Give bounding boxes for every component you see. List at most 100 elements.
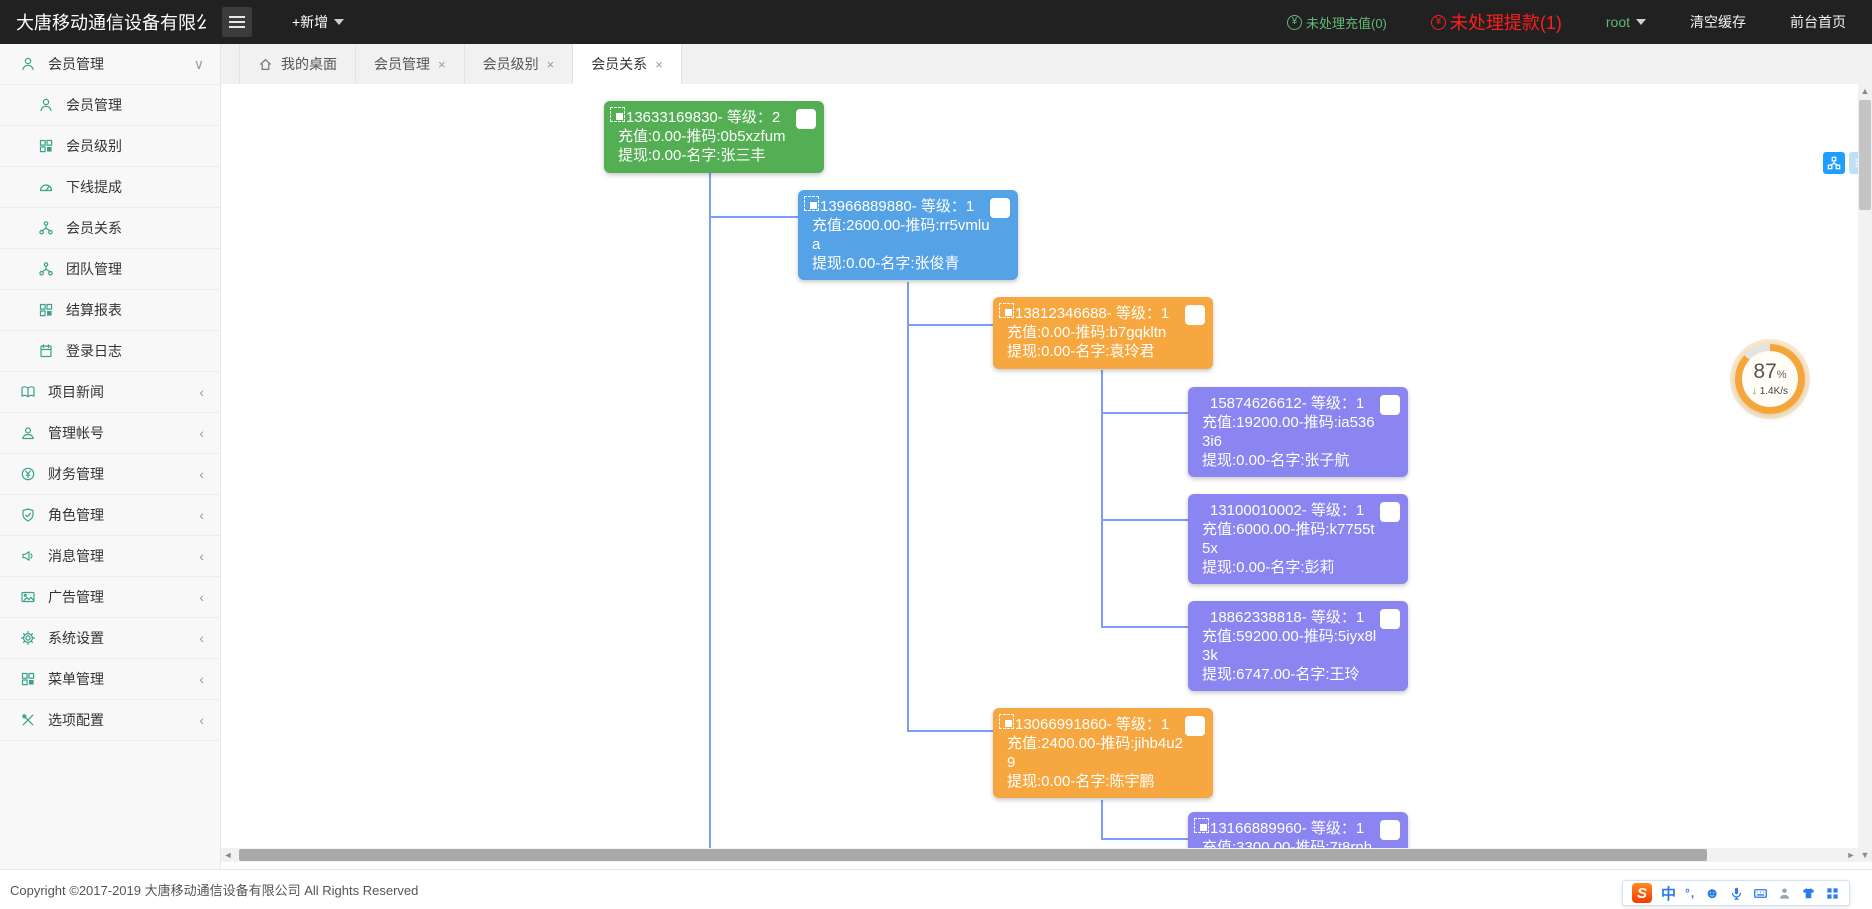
sidebar-item-member-relations[interactable]: 会员关系 xyxy=(0,208,220,249)
tree-node[interactable]: 13066991860- 等级：1 充值:2400.00-推码:jihb4u29… xyxy=(993,708,1213,798)
tab-member-management[interactable]: 会员管理 × xyxy=(356,44,465,84)
tree-node[interactable]: 18862338818- 等级：1 充值:59200.00-推码:5iyx8l3… xyxy=(1188,601,1408,691)
new-dropdown-button[interactable]: +新增 xyxy=(292,12,345,32)
caret-down-icon xyxy=(334,19,345,25)
vertical-scrollbar[interactable]: ▲ ▼ xyxy=(1858,84,1872,862)
sidebar-item-member-management[interactable]: 会员管理 xyxy=(0,85,220,126)
chevron-left-icon: ‹ xyxy=(199,712,204,728)
sidebar-item-team-management[interactable]: 团队管理 xyxy=(0,249,220,290)
horizontal-scrollbar-thumb[interactable] xyxy=(239,849,1707,861)
sidebar-item-label: 会员级别 xyxy=(66,138,122,154)
horizontal-scrollbar[interactable]: ◄ ► xyxy=(221,848,1858,862)
punctuation-icon[interactable]: °, xyxy=(1685,886,1696,900)
sidebar-item-login-log[interactable]: 登录日志 xyxy=(0,331,220,372)
tree-node[interactable]: 15874626612- 等级：1 充值:19200.00-推码:ia5363i… xyxy=(1188,387,1408,477)
scroll-left-arrow[interactable]: ◄ xyxy=(223,850,233,860)
sidebar-toggle-button[interactable] xyxy=(222,7,252,37)
front-home-button[interactable]: 前台首页 xyxy=(1790,14,1846,30)
collapse-node-icon[interactable] xyxy=(610,107,625,122)
node-checkbox[interactable] xyxy=(796,109,816,129)
sidebar-item-message-management[interactable]: 消息管理 ‹ xyxy=(0,536,220,577)
scroll-up-arrow[interactable]: ▲ xyxy=(1860,86,1870,96)
person-icon[interactable] xyxy=(1777,886,1792,901)
clear-cache-button[interactable]: 清空缓存 xyxy=(1690,14,1746,30)
chevron-left-icon: ‹ xyxy=(199,671,204,687)
collapse-node-icon[interactable] xyxy=(1194,818,1209,833)
tools-icon xyxy=(22,714,34,726)
node-checkbox[interactable] xyxy=(1380,609,1400,629)
pending-recharge-link[interactable]: ¥ 未处理充值(0) xyxy=(1286,13,1387,32)
tree-node[interactable]: 13633169830- 等级：2 充值:0.00-推码:0b5xzfum 提现… xyxy=(604,101,824,173)
pending-withdraw-link[interactable]: ¥ 未处理提款(1) xyxy=(1430,9,1562,35)
emoji-icon[interactable]: ☻ xyxy=(1704,884,1720,902)
node-checkbox[interactable] xyxy=(1380,820,1400,840)
sidebar-item-label: 团队管理 xyxy=(66,261,122,277)
book-icon xyxy=(21,386,35,398)
chinese-mode-icon[interactable]: 中 xyxy=(1661,885,1677,903)
tree-view-button[interactable] xyxy=(1823,152,1845,174)
node-checkbox[interactable] xyxy=(1185,716,1205,736)
sidebar-item-finance-management[interactable]: 财务管理 ‹ xyxy=(0,454,220,495)
sidebar-item-label: 系统设置 xyxy=(48,630,104,646)
tree-connector xyxy=(1101,838,1188,840)
node-checkbox[interactable] xyxy=(990,198,1010,218)
sidebar-item-menu-management[interactable]: 菜单管理 ‹ xyxy=(0,659,220,700)
user-menu[interactable]: root xyxy=(1606,14,1646,30)
tab-member-level[interactable]: 会员级别 × xyxy=(465,44,574,84)
grid-icon xyxy=(21,672,35,686)
sidebar-item-settlement-report[interactable]: 结算报表 xyxy=(0,290,220,331)
speaker-icon xyxy=(22,551,33,561)
picture-icon xyxy=(21,591,35,603)
tree-connector xyxy=(1101,370,1103,628)
microphone-icon[interactable] xyxy=(1729,886,1744,901)
scroll-down-arrow[interactable]: ▼ xyxy=(1860,850,1870,860)
node-checkbox[interactable] xyxy=(1185,305,1205,325)
collapse-node-icon[interactable] xyxy=(999,303,1014,318)
member-relations-tree-canvas[interactable]: 13633169830- 等级：2 充值:0.00-推码:0b5xzfum 提现… xyxy=(221,84,1872,862)
sidebar-item-project-news[interactable]: 项目新闻 ‹ xyxy=(0,372,220,413)
skin-shirt-icon[interactable] xyxy=(1801,886,1816,901)
keyboard-icon[interactable] xyxy=(1753,886,1768,901)
tree-node[interactable]: 13100010002- 等级：1 充值:6000.00-推码:k7755t5x… xyxy=(1188,494,1408,584)
caret-down-icon xyxy=(1636,19,1646,25)
tree-node[interactable]: 13966889880- 等级：1 充值:2600.00-推码:rr5vmlua… xyxy=(798,190,1018,280)
tree-connector xyxy=(907,324,993,326)
sidebar-item-member-management-parent[interactable]: 会员管理 ∨ xyxy=(0,44,220,85)
tree-node[interactable]: 13812346688- 等级：1 充值:0.00-推码:b7gqkltn 提现… xyxy=(993,297,1213,369)
node-withdraw: 提现:0.00-名字:张子航 xyxy=(1202,452,1350,469)
grid-icon xyxy=(39,139,53,153)
tab-label: 我的桌面 xyxy=(281,56,337,72)
download-progress-widget[interactable]: 87% ↓ 1.4K/s xyxy=(1735,344,1805,414)
node-checkbox[interactable] xyxy=(1380,502,1400,522)
tab-label: 会员关系 xyxy=(591,56,648,72)
sidebar-item-option-config[interactable]: 选项配置 ‹ xyxy=(0,700,220,741)
tree-connector xyxy=(1101,519,1188,521)
vertical-scrollbar-thumb[interactable] xyxy=(1859,100,1871,210)
sidebar-item-system-settings[interactable]: 系统设置 ‹ xyxy=(0,618,220,659)
toolbox-grid-icon[interactable] xyxy=(1825,886,1840,901)
grid-icon xyxy=(39,303,53,317)
chevron-down-icon: ∨ xyxy=(193,55,204,72)
collapse-node-icon[interactable] xyxy=(999,714,1014,729)
node-title: 13100010002- 等级：1 xyxy=(1210,502,1365,519)
sidebar-item-label: 登录日志 xyxy=(66,343,122,359)
sidebar-item-downline-commission[interactable]: 下线提成 xyxy=(0,167,220,208)
sidebar-item-member-level[interactable]: 会员级别 xyxy=(0,126,220,167)
close-icon[interactable]: × xyxy=(438,56,446,72)
node-checkbox[interactable] xyxy=(1380,395,1400,415)
sidebar-item-label: 会员管理 xyxy=(48,56,104,72)
close-icon[interactable]: × xyxy=(546,56,555,72)
collapse-node-icon[interactable] xyxy=(804,196,819,211)
yen-circle-icon xyxy=(21,467,35,481)
sidebar-item-role-management[interactable]: 角色管理 ‹ xyxy=(0,495,220,536)
footer: Copyright ©2017-2019 大唐移动通信设备有限公司 All Ri… xyxy=(0,869,1872,909)
tab-member-relations[interactable]: 会员关系 × xyxy=(573,44,682,84)
sidebar-item-ad-management[interactable]: 广告管理 ‹ xyxy=(0,577,220,618)
sidebar-item-admin-accounts[interactable]: 管理帐号 ‹ xyxy=(0,413,220,454)
close-icon[interactable]: × xyxy=(655,56,663,72)
sogou-logo-icon[interactable]: S xyxy=(1632,883,1653,903)
tab-my-desktop[interactable]: 我的桌面 xyxy=(239,44,356,84)
withdraw-icon: ¥ xyxy=(1430,14,1446,30)
scroll-right-arrow[interactable]: ► xyxy=(1846,850,1856,860)
person-icon xyxy=(22,57,34,71)
